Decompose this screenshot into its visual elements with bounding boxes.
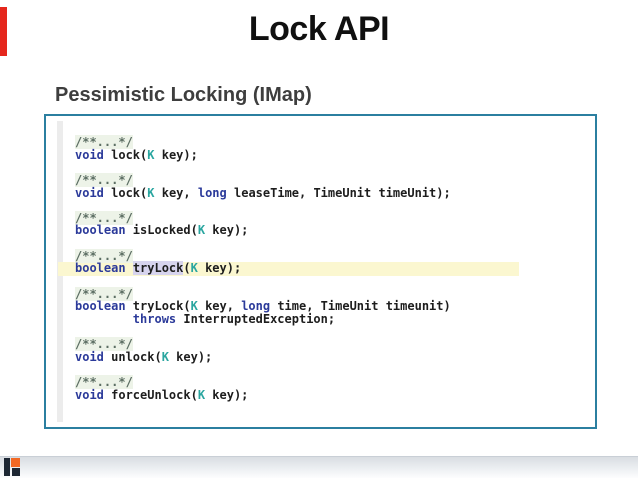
code-line: throws InterruptedException; xyxy=(75,313,451,326)
code-line: /**...*/ xyxy=(75,210,451,225)
code-text: /**...*/ xyxy=(75,286,133,301)
code-line xyxy=(75,237,451,250)
code-text: /**...*/ xyxy=(75,337,133,352)
token-cm: /**...*/ xyxy=(75,210,133,225)
token-tx: unlock( xyxy=(103,349,162,364)
token-kw: void xyxy=(75,349,104,364)
token-tx: isLocked( xyxy=(125,223,198,238)
code-line: void lock(K key, long leaseTime, TimeUni… xyxy=(75,186,451,200)
token-cm: /**...*/ xyxy=(75,248,133,263)
code-line: /**...*/ xyxy=(75,172,451,187)
token-kw: boolean xyxy=(75,299,126,314)
token-tx: key); xyxy=(197,261,242,276)
code-block: /**...*/void lock(K key);/**...*/void lo… xyxy=(58,135,519,402)
code-line xyxy=(75,275,451,288)
token-tx: key, xyxy=(197,299,242,314)
slide-subtitle: Pessimistic Locking (IMap) xyxy=(55,84,312,106)
code-line: void forceUnlock(K key); xyxy=(75,388,451,402)
token-cm: /**...*/ xyxy=(75,375,133,390)
logo-bar-icon xyxy=(4,458,10,476)
code-line: boolean tryLock(K key, long time, TimeUn… xyxy=(75,300,451,313)
token-ty: K xyxy=(197,387,206,402)
token-tx: lock( xyxy=(103,185,148,200)
slide-title: Lock API xyxy=(248,10,390,48)
token-kw: long xyxy=(197,185,227,200)
code-text: /**...*/ xyxy=(75,135,133,149)
token-tx: key); xyxy=(205,223,249,238)
footer-logo xyxy=(4,458,21,476)
token-tx: tryLock( xyxy=(125,299,191,314)
code-line: void lock(K key); xyxy=(75,148,451,162)
code-text: void forceUnlock(K key); xyxy=(75,388,248,402)
code-line: /**...*/ xyxy=(75,337,451,352)
code-line: /**...*/ xyxy=(75,248,451,263)
code-panel: /**...*/void lock(K key);/**...*/void lo… xyxy=(44,114,597,429)
code-text: void unlock(K key); xyxy=(75,350,212,364)
code-line xyxy=(75,199,451,212)
token-tx: key); xyxy=(154,147,198,162)
token-tx: key); xyxy=(205,387,249,402)
token-ty: K xyxy=(197,223,206,238)
code-line: /**...*/ xyxy=(75,135,451,149)
token-kw: void xyxy=(75,147,104,162)
token-sel: tryLock xyxy=(132,261,184,276)
token-tx xyxy=(126,261,133,275)
code-text: /**...*/ xyxy=(75,375,133,390)
code-text: boolean tryLock(K key, long time, TimeUn… xyxy=(75,299,451,313)
token-tx: key, xyxy=(154,185,198,200)
token-tx: forceUnlock( xyxy=(103,387,198,402)
token-cm: /**...*/ xyxy=(75,135,133,149)
token-kw: long xyxy=(241,299,271,314)
code-line: /**...*/ xyxy=(75,286,451,301)
logo-orange-square-icon xyxy=(11,458,20,467)
token-tx: lock( xyxy=(103,147,148,162)
token-tx: time, TimeUnit timeunit) xyxy=(270,299,451,314)
token-cm: /**...*/ xyxy=(75,337,133,352)
code-text: boolean isLocked(K key); xyxy=(75,223,248,237)
token-kw: void xyxy=(75,185,104,200)
token-ty: K xyxy=(190,261,198,276)
token-tx: InterruptedException; xyxy=(176,311,336,326)
token-tx xyxy=(75,312,133,326)
code-text: /**...*/ xyxy=(75,248,133,263)
code-line: boolean isLocked(K key); xyxy=(75,224,451,237)
token-kw: boolean xyxy=(75,261,126,276)
token-ty: K xyxy=(147,185,155,200)
footer-bar xyxy=(0,456,638,478)
token-kw: void xyxy=(75,387,104,402)
token-cm: /**...*/ xyxy=(75,286,133,301)
code-line: /**...*/ xyxy=(75,375,451,390)
code-line: boolean tryLock(K key); xyxy=(58,261,519,276)
code-line: void unlock(K key); xyxy=(75,351,451,364)
logo-dark-square-icon xyxy=(12,468,20,476)
token-kw: throws xyxy=(132,311,177,326)
code-text: throws InterruptedException; xyxy=(75,312,335,326)
token-ty: K xyxy=(190,299,198,314)
code-text: void lock(K key); xyxy=(75,148,198,162)
token-ty: K xyxy=(161,349,169,364)
token-cm: /**...*/ xyxy=(75,172,133,187)
code-text: /**...*/ xyxy=(75,210,133,225)
token-tx: ( xyxy=(183,261,191,276)
token-tx: leaseTime, TimeUnit timeUnit); xyxy=(226,185,451,200)
token-kw: boolean xyxy=(75,223,126,238)
code-text: void lock(K key, long leaseTime, TimeUni… xyxy=(75,186,451,200)
token-tx: key); xyxy=(168,349,213,364)
accent-red-bar xyxy=(0,7,7,56)
token-ty: K xyxy=(147,147,155,162)
code-text: boolean tryLock(K key); xyxy=(75,261,242,276)
code-text: /**...*/ xyxy=(75,172,133,187)
